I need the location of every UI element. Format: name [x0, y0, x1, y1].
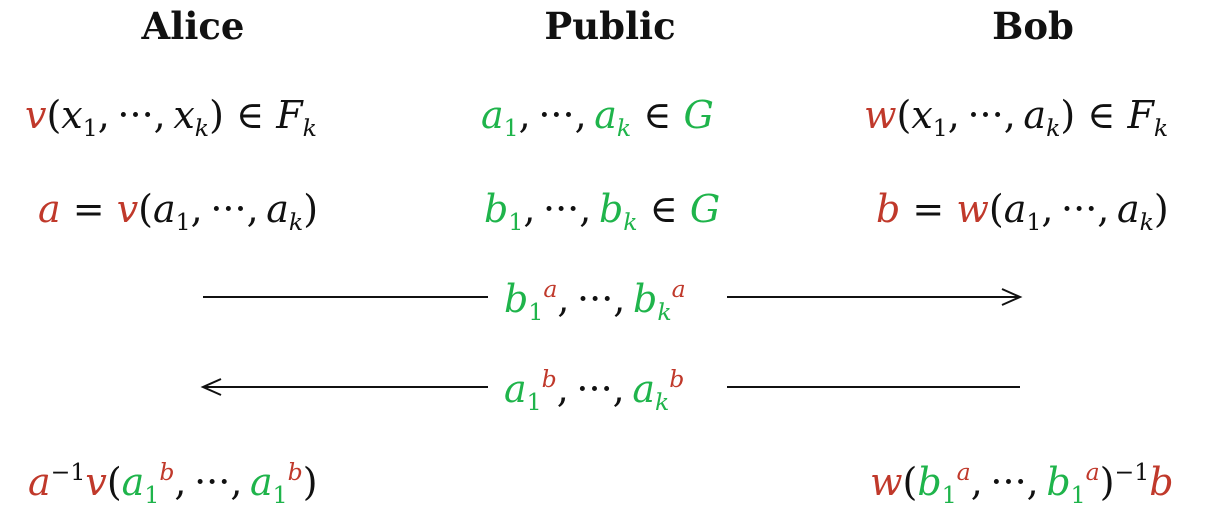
- bob-shared-key: w(b1a, ···, b1a)−1b: [870, 458, 1174, 509]
- arrow-bob-to-alice: [200, 378, 1020, 396]
- header-public: Public: [544, 4, 676, 48]
- bob-secret-b: b = w(a1, ···, ak): [876, 187, 1169, 236]
- public-generators-a: a1, ···, ak ∈ G: [481, 93, 714, 142]
- arrow-alice-to-bob: [203, 288, 1023, 306]
- header-bob: Bob: [992, 4, 1074, 48]
- alice-shared-key: a−1v(a1b, ···, a1b): [28, 458, 318, 509]
- message-bob-to-alice: a1b, ···, akb: [504, 365, 685, 416]
- header-alice: Alice: [141, 4, 245, 48]
- alice-secret-a: a = v(a1, ···, ak): [38, 187, 319, 236]
- bob-word-w: w(x1, ···, ak) ∈ Fk: [864, 93, 1169, 142]
- alice-word-v: v(x1, ···, xk) ∈ Fk: [25, 93, 317, 142]
- public-generators-b: b1, ···, bk ∈ G: [484, 187, 721, 236]
- message-alice-to-bob: b1a, ···, bka: [504, 275, 686, 326]
